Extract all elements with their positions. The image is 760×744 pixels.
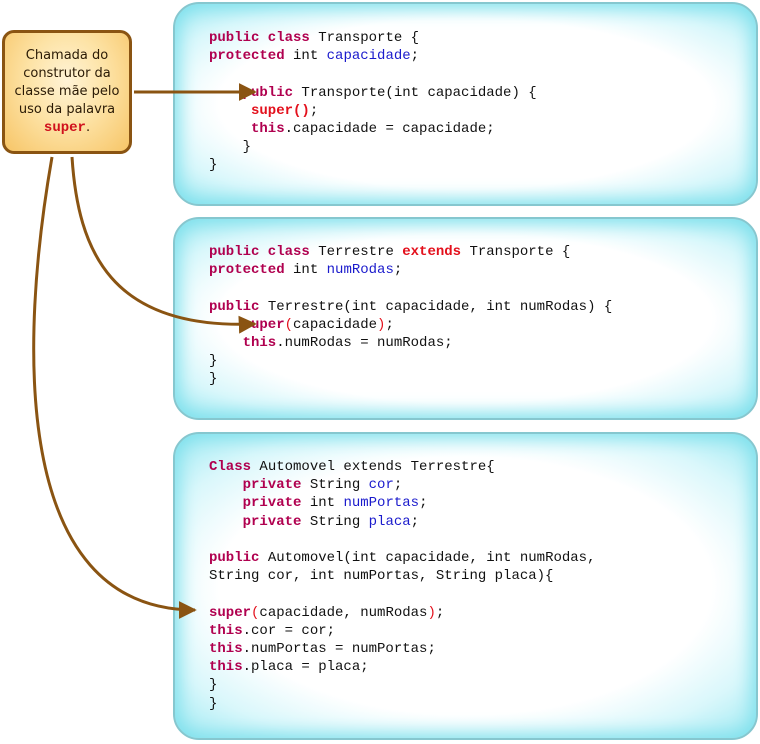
code-keyword: private xyxy=(209,477,302,494)
code-text: ; xyxy=(385,316,394,333)
code-text: Transporte { xyxy=(309,30,420,46)
code-paren: ) xyxy=(377,316,386,333)
code-keyword: protected xyxy=(209,48,285,65)
code-text: int xyxy=(284,48,327,65)
arrow-to-automovel-super xyxy=(32,156,197,619)
code-text: ; xyxy=(410,48,420,65)
code-identifier: capacidade xyxy=(326,48,411,65)
terrestre-code: public class Terrestre extends Transport… xyxy=(209,243,612,389)
code-text: ; xyxy=(410,513,420,530)
code-paren: ( xyxy=(251,604,260,621)
code-text: } xyxy=(209,139,252,156)
code-text: ; xyxy=(419,495,428,512)
code-text: } xyxy=(209,353,218,370)
transporte-code: public class Transporte { protected int … xyxy=(209,29,537,175)
code-text: capacidade, numRodas xyxy=(259,604,428,621)
code-text: .numPortas = numPortas; xyxy=(242,641,436,658)
callout-line: classe mãe pelo xyxy=(14,84,120,99)
callout-period: . xyxy=(85,120,91,135)
super-call: super xyxy=(209,102,294,119)
code-keyword: Class xyxy=(209,459,252,475)
code-keyword: protected xyxy=(209,262,285,279)
code-keyword: this xyxy=(209,121,285,138)
code-text: String xyxy=(301,477,369,494)
code-keyword: this xyxy=(209,335,277,352)
extends-keyword: extends xyxy=(402,244,462,260)
code-keyword: private xyxy=(209,513,302,530)
code-text: Terrestre xyxy=(309,244,403,260)
code-text: int xyxy=(284,262,327,279)
code-text: } xyxy=(209,677,218,694)
code-keyword: this xyxy=(209,641,243,658)
super-call: super xyxy=(209,604,252,621)
code-keyword: public xyxy=(209,550,260,567)
code-paren: ( xyxy=(284,316,294,333)
automovel-code: Class Automovel extends Terrestre{ priva… xyxy=(209,458,595,713)
code-keyword: this xyxy=(209,622,243,639)
callout-line: super. xyxy=(13,119,121,137)
code-keyword: this xyxy=(209,659,243,676)
code-text: Terrestre(int capacidade, int numRodas) … xyxy=(259,298,613,315)
explanation-callout: Chamada do construtor da classe mãe pelo… xyxy=(2,30,132,154)
code-text: Transporte(int capacidade) { xyxy=(293,84,537,101)
code-text: } xyxy=(209,157,218,174)
code-text: .placa = placa; xyxy=(242,659,369,676)
code-paren: () xyxy=(293,102,310,119)
terrestre-class-box: public class Terrestre extends Transport… xyxy=(173,217,758,420)
code-text: } xyxy=(209,695,218,712)
code-text: Automovel(int capacidade, int numRodas, xyxy=(259,550,596,567)
code-text: .capacidade = capacidade; xyxy=(284,121,495,138)
code-identifier: numPortas xyxy=(343,495,420,512)
code-text: .numRodas = numRodas; xyxy=(276,335,453,352)
code-text: ; xyxy=(309,102,319,119)
transporte-class-box: public class Transporte { protected int … xyxy=(173,2,758,206)
code-keyword: public xyxy=(209,84,294,101)
code-keyword: public class xyxy=(209,30,310,46)
callout-line: Chamada do xyxy=(25,48,109,63)
code-text: ; xyxy=(393,477,403,494)
code-text: capacidade xyxy=(293,316,378,333)
code-paren: ) xyxy=(427,604,436,621)
code-text: Transporte { xyxy=(461,244,571,260)
super-keyword: super xyxy=(43,120,86,136)
super-call: super xyxy=(209,316,285,333)
code-text: .cor = cor; xyxy=(242,622,336,639)
code-text: ; xyxy=(435,604,445,621)
callout-line: uso da palavra xyxy=(18,102,116,117)
automovel-class-box: Class Automovel extends Terrestre{ priva… xyxy=(173,432,758,740)
code-keyword: public class xyxy=(209,244,310,260)
code-identifier: numRodas xyxy=(326,262,394,279)
code-text: Automovel extends Terrestre{ xyxy=(251,459,495,475)
code-identifier: placa xyxy=(368,513,411,530)
code-keyword: private xyxy=(209,495,302,512)
code-text: ; xyxy=(393,262,403,279)
code-text: String cor, int numPortas, String placa)… xyxy=(209,568,554,585)
callout-line: construtor da xyxy=(23,66,111,81)
code-text: } xyxy=(209,371,218,388)
code-text: String xyxy=(301,513,369,530)
code-keyword: public xyxy=(209,298,260,315)
code-identifier: cor xyxy=(368,477,394,494)
code-text: int xyxy=(301,495,344,512)
